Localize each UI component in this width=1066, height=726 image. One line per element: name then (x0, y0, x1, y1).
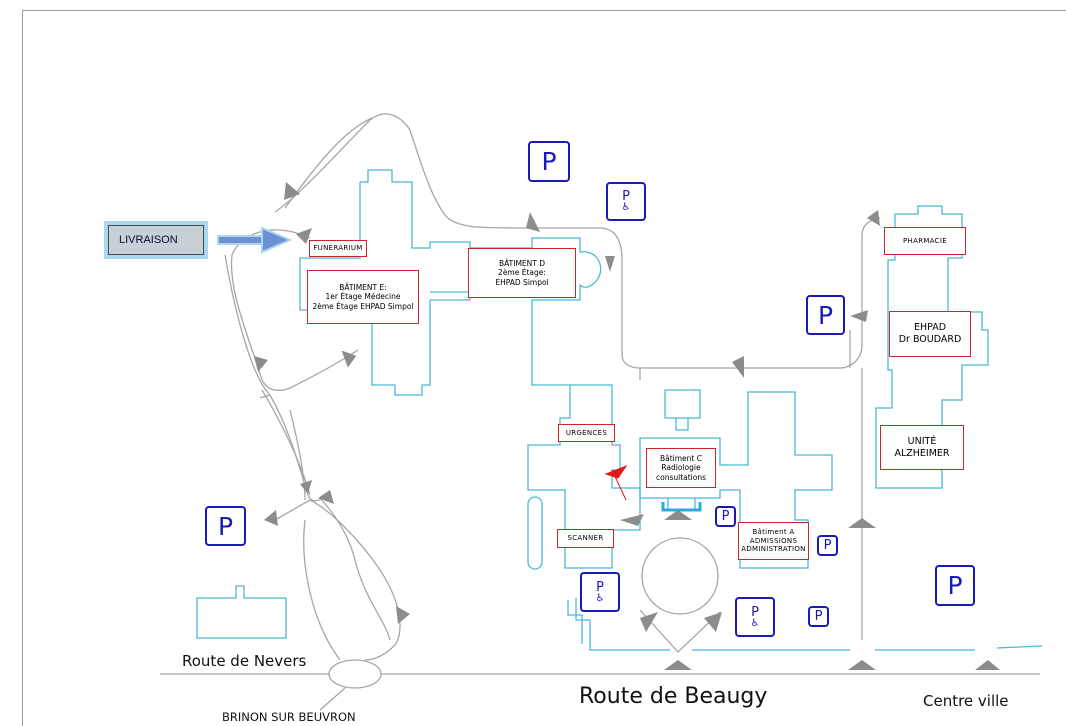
building-outlines (196, 169, 1043, 651)
map-frame (22, 10, 1066, 726)
delivery-label: LIVRAISON (104, 221, 208, 259)
label-batiment-c[interactable]: Bâtiment C Radiologie consultations (646, 448, 716, 488)
parking-symbol: P (217, 511, 234, 541)
parking-sign-east: P (806, 295, 845, 335)
label-alzheimer[interactable]: UNITÉ ALZHEIMER (880, 425, 964, 470)
parking-sign-north: P (528, 141, 570, 182)
label-pharmacie[interactable]: PHARMACIE (884, 227, 966, 255)
label-urgences[interactable]: URGENCES (558, 424, 615, 442)
road-label-centre: Centre ville (923, 692, 1009, 710)
direction-arrows (254, 182, 1000, 670)
road-label-beaugy: Route de Beaugy (579, 684, 768, 709)
road-label-brinon: BRINON SUR BEUVRON (222, 710, 356, 724)
delivery-label-text: LIVRAISON (108, 225, 204, 255)
red-arrow (604, 464, 628, 501)
label-batiment-a[interactable]: Bâtiment A ADMISSIONS ADMINISTRATION (738, 522, 809, 560)
entrance-marker (661, 502, 702, 512)
wheelchair-icon: ♿ (621, 202, 631, 213)
parking-symbol: P (751, 604, 759, 620)
wheelchair-icon: ♿ (595, 592, 605, 604)
parking-small-2: P (817, 535, 838, 556)
road-label-nevers: Route de Nevers (182, 652, 307, 670)
label-scanner[interactable]: SCANNER (557, 529, 614, 548)
parking-symbol: P (541, 147, 557, 176)
delivery-arrow (217, 226, 293, 254)
parking-sign-west: P (205, 506, 246, 546)
parking-symbol: P (947, 571, 963, 600)
parking-symbol: P (721, 509, 730, 524)
label-batiment-e[interactable]: BÂTIMENT E: 1er Étage Médecine 2ème Étag… (307, 270, 419, 324)
parking-symbol: P (622, 189, 630, 204)
parking-small-1: P (715, 506, 736, 527)
parking-symbol: P (823, 538, 832, 553)
parking-symbol: P (817, 300, 834, 330)
label-batiment-d[interactable]: BÂTIMENT D 2ème Étage: EHPAD Simpol (468, 248, 576, 298)
wheelchair-icon: ♿ (750, 617, 760, 629)
parking-accessible-scanner: P♿ (580, 572, 620, 612)
road-network (160, 113, 1040, 711)
parking-symbol: P (596, 579, 604, 595)
parking-accessible-north: P♿ (606, 182, 646, 221)
label-funerarium[interactable]: FUNÉRARIUM (309, 240, 367, 257)
parking-symbol: P (814, 609, 823, 624)
label-ehpad-boudard[interactable]: EHPAD Dr BOUDARD (889, 311, 971, 357)
parking-accessible-south: P♿ (735, 597, 775, 637)
parking-sign-southeast: P (935, 565, 975, 606)
parking-small-3: P (808, 606, 829, 627)
